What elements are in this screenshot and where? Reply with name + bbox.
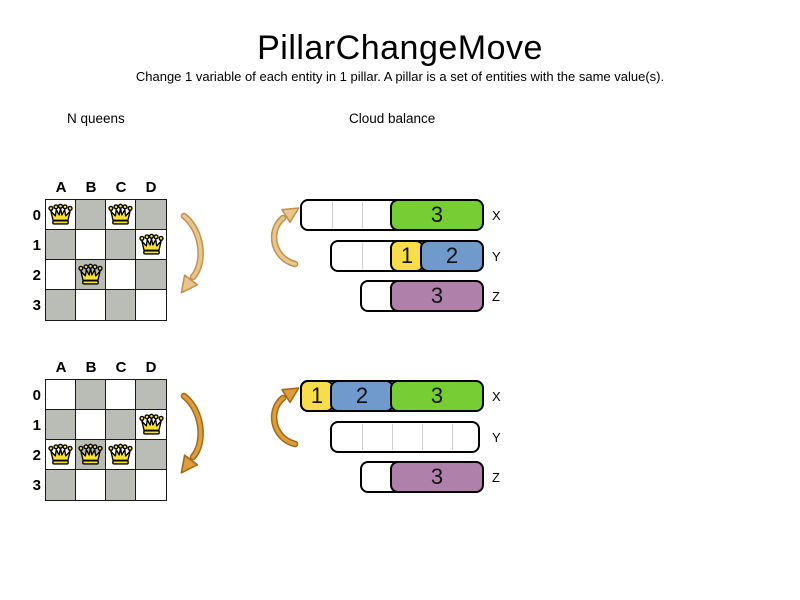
board-cell-d0: [136, 380, 166, 410]
slot-divider: [362, 202, 363, 228]
process-block-3: 3: [390, 461, 484, 493]
board-column-label-a: A: [55, 359, 67, 376]
board-cell-c0: [106, 200, 136, 230]
board-column-label-d: D: [145, 359, 157, 376]
board-cell-a3: [46, 470, 76, 500]
board-row-label-0: 0: [32, 207, 41, 224]
computer-label-y: Y: [492, 429, 501, 445]
board-cell-b3: [76, 470, 106, 500]
queen-icon: [48, 203, 73, 225]
board-cell-c2: [106, 440, 136, 470]
queen-icon: [108, 443, 133, 465]
board-cell-d2: [136, 440, 166, 470]
board-cell-a1: [46, 230, 76, 260]
board-cell-a1: [46, 410, 76, 440]
slot-divider: [332, 202, 333, 228]
board-column-label-c: C: [115, 359, 127, 376]
board-cell-c3: [106, 470, 136, 500]
board-column-label-c: C: [115, 179, 127, 196]
chessboard-grid: [45, 199, 167, 321]
slot-divider: [362, 424, 363, 450]
board-cell-b3: [76, 290, 106, 320]
board-column-label-b: B: [85, 359, 97, 376]
pillar-move-arrow-cloud-after: [270, 387, 300, 448]
board-cell-b2: [76, 440, 106, 470]
queen-icon: [138, 233, 164, 255]
queen-icon: [48, 443, 73, 465]
board-cell-c0: [106, 380, 136, 410]
board-cell-b1: [76, 410, 106, 440]
process-block-3: 3: [390, 199, 484, 231]
queen-icon: [138, 413, 164, 435]
process-block-2: 2: [420, 240, 484, 272]
board-cell-b2: [76, 260, 106, 290]
process-block-3: 3: [390, 280, 484, 312]
process-block-1: 1: [390, 240, 424, 272]
board-cell-a0: [46, 200, 76, 230]
nqueens-section-label: N queens: [67, 111, 125, 126]
board-row-label-0: 0: [32, 387, 41, 404]
cloud-bar-y: [330, 421, 480, 453]
process-block-1: 1: [300, 380, 334, 412]
queen-icon: [78, 263, 103, 285]
pillar-move-arrow-cloud-before: [270, 207, 300, 268]
board-row-label-3: 3: [32, 297, 41, 314]
nqueens-board-after: A B C D 0 1 2 3: [27, 359, 197, 521]
board-column-label-d: D: [145, 179, 157, 196]
process-block-2: 2: [330, 380, 394, 412]
computer-label-y: Y: [492, 248, 501, 264]
board-row-label-3: 3: [32, 477, 41, 494]
computer-label-z: Z: [492, 469, 500, 485]
pillar-move-arrow-nqueens-after: [180, 392, 204, 474]
board-cell-b0: [76, 380, 106, 410]
slot-divider: [362, 243, 363, 269]
board-cell-c1: [106, 410, 136, 440]
board-cell-b1: [76, 230, 106, 260]
cloud-section-label: Cloud balance: [349, 111, 436, 126]
chessboard-grid: [45, 379, 167, 501]
pillar-move-arrow-nqueens-before: [180, 212, 204, 294]
board-row-label-2: 2: [32, 267, 41, 284]
board-row-label-2: 2: [32, 447, 41, 464]
board-cell-c2: [106, 260, 136, 290]
queen-icon: [108, 203, 133, 225]
computer-label-z: Z: [492, 288, 500, 304]
board-cell-d3: [136, 470, 166, 500]
board-cell-a2: [46, 440, 76, 470]
board-cell-b0: [76, 200, 106, 230]
board-cell-d2: [136, 260, 166, 290]
board-cell-c1: [106, 230, 136, 260]
slot-divider: [392, 424, 393, 450]
board-cell-c3: [106, 290, 136, 320]
board-column-label-b: B: [85, 179, 97, 196]
nqueens-board-before: A B C D 0 1 2 3: [27, 179, 197, 341]
cloud-bar-z: 3: [360, 280, 484, 312]
board-cell-a2: [46, 260, 76, 290]
slot-divider: [422, 424, 423, 450]
page-subtitle: Change 1 variable of each entity in 1 pi…: [135, 69, 665, 84]
board-cell-d1: [136, 410, 166, 440]
board-cell-d0: [136, 200, 166, 230]
cloud-bar-z: 3: [360, 461, 484, 493]
board-cell-d3: [136, 290, 166, 320]
board-row-label-1: 1: [32, 417, 41, 434]
computer-label-x: X: [492, 388, 501, 404]
process-block-3: 3: [390, 380, 484, 412]
board-column-label-a: A: [55, 179, 67, 196]
queen-icon: [78, 443, 103, 465]
cloud-bar-x: 3: [300, 199, 484, 231]
board-cell-d1: [136, 230, 166, 260]
board-row-label-1: 1: [32, 237, 41, 254]
board-cell-a0: [46, 380, 76, 410]
board-cell-a3: [46, 290, 76, 320]
page-title: PillarChangeMove: [257, 29, 543, 67]
computer-label-x: X: [492, 207, 501, 223]
slot-divider: [452, 424, 453, 450]
